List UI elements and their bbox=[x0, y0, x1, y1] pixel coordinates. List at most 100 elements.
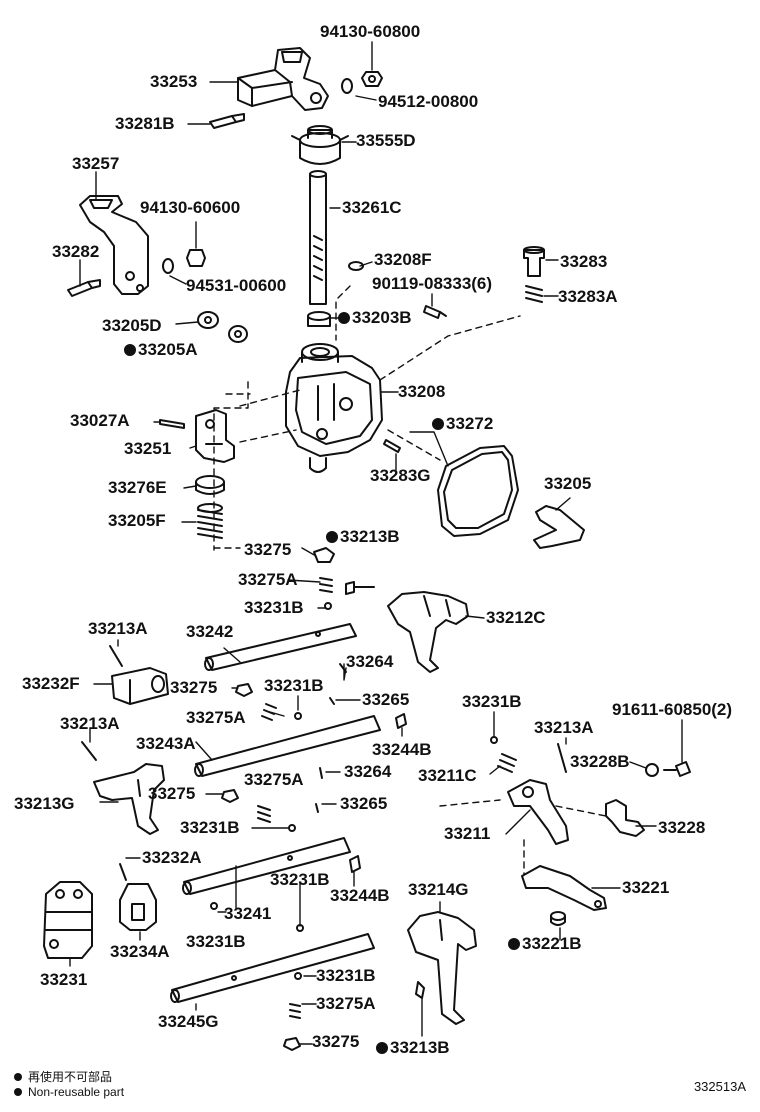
part-33275A-spring-top bbox=[319, 577, 333, 593]
diagram-code: 332513A bbox=[693, 1079, 746, 1094]
label-33205A: 33205A bbox=[124, 340, 198, 360]
non-reusable-dot bbox=[376, 1042, 388, 1054]
label-33231B-c: 33231B bbox=[462, 692, 522, 711]
part-33232F-block bbox=[111, 667, 169, 705]
part-33232A-pin bbox=[119, 863, 127, 881]
part-33281B-pin bbox=[209, 113, 245, 129]
label-33205: 33205 bbox=[544, 474, 592, 493]
label-33283A: 33283A bbox=[558, 287, 618, 306]
part-33212C-fork bbox=[387, 591, 469, 673]
part-94130-60800-nut bbox=[361, 71, 383, 87]
part-33245G-rail bbox=[170, 933, 375, 1003]
label-33275-d: 33275 bbox=[312, 1032, 360, 1051]
label-33213G: 33213G bbox=[14, 794, 75, 813]
label-33265-a: 33265 bbox=[362, 690, 410, 709]
label-33264-a: 33264 bbox=[346, 652, 394, 671]
part-33203B-seal bbox=[307, 311, 331, 327]
label-33242: 33242 bbox=[186, 622, 234, 641]
non-reusable-dot bbox=[124, 344, 136, 356]
part-94130-60600-nut bbox=[186, 249, 206, 267]
part-33276E-seat bbox=[195, 475, 225, 495]
part-33231-block bbox=[43, 881, 93, 959]
label-94531-00600: 94531-00600 bbox=[186, 276, 287, 295]
assembly-dash-lines bbox=[213, 285, 607, 875]
label-94512-00800: 94512-00800 bbox=[378, 92, 479, 111]
label-33027A: 33027A bbox=[70, 411, 130, 430]
non-reusable-dot bbox=[432, 418, 444, 430]
part-33555D-boot bbox=[291, 125, 349, 165]
label-33213A-a: 33213A bbox=[88, 619, 148, 638]
label-33275A-a: 33275A bbox=[238, 570, 298, 589]
part-33283G-pin bbox=[383, 439, 401, 453]
part-33251-bracket bbox=[195, 409, 235, 463]
label-33243A: 33243A bbox=[136, 734, 196, 753]
part-33208F-plug bbox=[348, 261, 364, 271]
part-33213B-bolt-bottom bbox=[415, 981, 425, 999]
part-33208-case bbox=[285, 343, 383, 473]
leader-lines bbox=[69, 41, 683, 1045]
label-33231B-f: 33231B bbox=[186, 932, 246, 951]
label-33275-b: 33275 bbox=[170, 678, 218, 697]
part-33213G-fork bbox=[93, 763, 165, 835]
label-91611-60850: 91611-60850(2) bbox=[612, 700, 733, 719]
label-33264-b: 33264 bbox=[344, 762, 392, 781]
part-33261C-shaft bbox=[309, 170, 327, 305]
label-33221B: 33221B bbox=[508, 934, 582, 954]
part-33244B-clips bbox=[349, 713, 407, 873]
label-33275A-c: 33275A bbox=[244, 770, 304, 789]
label-90119-08333: 90119-08333(6) bbox=[372, 274, 493, 293]
part-33205F-spring bbox=[197, 503, 223, 539]
part-33228B-bushing bbox=[645, 763, 659, 777]
legend-dot bbox=[14, 1073, 22, 1081]
label-33211: 33211 bbox=[444, 824, 491, 843]
part-33213B-bolt-top bbox=[345, 581, 375, 595]
part-33027A-pin bbox=[159, 419, 185, 429]
label-33221: 33221 bbox=[622, 878, 670, 897]
label-33203B: 33203B bbox=[338, 308, 412, 328]
label-33212C: 33212C bbox=[486, 608, 546, 627]
label-33276E: 33276E bbox=[108, 478, 167, 497]
part-33242-rail bbox=[204, 623, 357, 671]
part-33253-lever-housing bbox=[237, 47, 329, 111]
label-33211C: 33211C bbox=[418, 766, 477, 785]
label-33231B-g: 33231B bbox=[316, 966, 376, 985]
label-33205D: 33205D bbox=[102, 316, 162, 335]
label-33231B-e: 33231B bbox=[270, 870, 330, 889]
label-33251: 33251 bbox=[124, 439, 172, 458]
part-33221B-bushing bbox=[550, 911, 566, 926]
part-33275A-springs bbox=[257, 703, 301, 1019]
part-33214G-fork bbox=[407, 911, 477, 1025]
label-33272: 33272 bbox=[432, 414, 493, 434]
part-90119-08333-bolt bbox=[423, 305, 447, 319]
part-33213A-pin-3 bbox=[557, 743, 567, 773]
label-33228B: 33228B bbox=[570, 752, 630, 771]
non-reusable-dot bbox=[338, 312, 350, 324]
label-33275A-d: 33275A bbox=[316, 994, 376, 1013]
label-33283G: 33283G bbox=[370, 466, 431, 485]
label-33253: 33253 bbox=[150, 72, 198, 91]
legend-dot bbox=[14, 1088, 22, 1096]
label-33261C: 33261C bbox=[342, 198, 402, 217]
part-33205D-washer bbox=[197, 311, 219, 329]
non-reusable-dot bbox=[508, 938, 520, 950]
label-33231: 33231 bbox=[40, 970, 88, 989]
label-33257: 33257 bbox=[72, 154, 120, 173]
part-33234A-block bbox=[119, 883, 157, 931]
label-33282: 33282 bbox=[52, 242, 100, 261]
label-33555D: 33555D bbox=[356, 131, 416, 150]
label-33275A-b: 33275A bbox=[186, 708, 246, 727]
label-33281B: 33281B bbox=[115, 114, 175, 133]
label-33228: 33228 bbox=[658, 818, 706, 837]
label-33244B-b: 33244B bbox=[330, 886, 390, 905]
label-33275-c: 33275 bbox=[148, 784, 196, 803]
part-33243A-rail bbox=[194, 715, 381, 777]
part-94512-00800-washer bbox=[341, 78, 353, 94]
part-33221-lever bbox=[521, 865, 607, 911]
part-33275-balls bbox=[221, 683, 301, 1051]
legend-line-japanese: 再使用不可部品 bbox=[14, 1068, 112, 1085]
label-33231B-b: 33231B bbox=[264, 676, 324, 695]
label-33208: 33208 bbox=[398, 382, 446, 401]
part-33272-gasket bbox=[437, 445, 519, 537]
part-33283A-spring bbox=[525, 285, 543, 303]
